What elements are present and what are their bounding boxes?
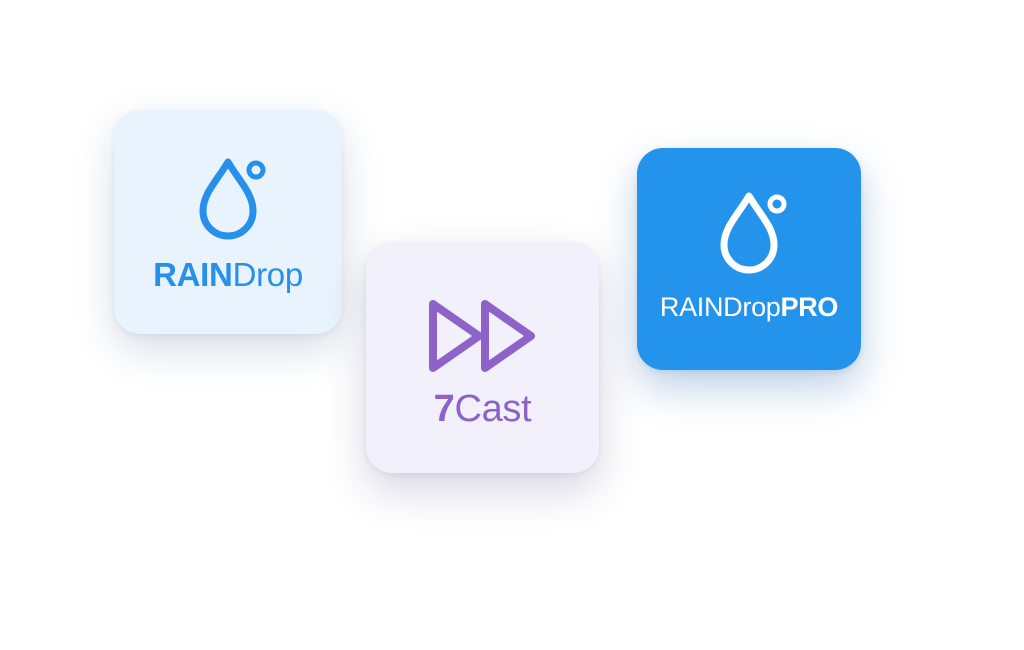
- raindrop-icon: [704, 190, 794, 280]
- raindrop-pro-name-regular: RAINDrop: [659, 292, 781, 322]
- raindrop-name-regular: Drop: [232, 256, 304, 293]
- raindrop-pro-app-name: RAINDropPRO: [659, 292, 839, 323]
- raindrop-pro-name-bold: PRO: [780, 292, 839, 322]
- fast-forward-icon: [427, 298, 539, 374]
- raindrop-app-tile[interactable]: RAINDrop: [114, 110, 342, 334]
- raindrop-app-name: RAINDrop: [153, 256, 303, 294]
- raindrop-name-bold: RAIN: [153, 256, 233, 293]
- 7cast-app-name: 7Cast: [434, 388, 532, 431]
- 7cast-app-tile[interactable]: 7Cast: [366, 242, 599, 473]
- 7cast-name-bold: 7: [433, 388, 455, 430]
- 7cast-name-regular: Cast: [454, 388, 532, 430]
- raindrop-pro-app-tile[interactable]: RAINDropPRO: [637, 148, 861, 370]
- raindrop-icon: [183, 156, 273, 246]
